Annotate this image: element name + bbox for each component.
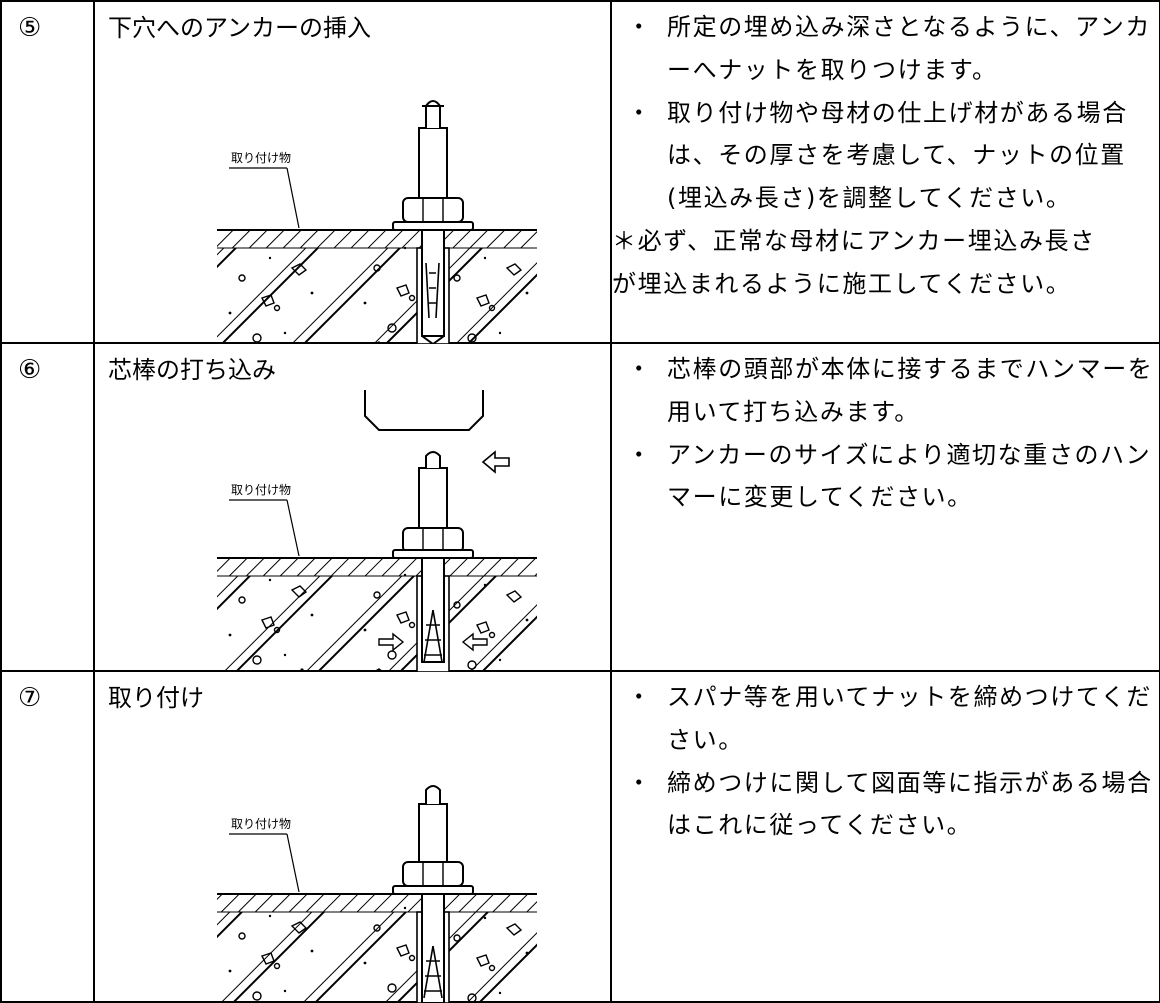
step-instructions-cell: ・ 所定の埋め込み深さとなるように、アンカーへナットを取りつけます。 ・ 取り付… — [610, 0, 1160, 344]
step-number-cell: ⑥ — [0, 342, 95, 672]
hammer-shape — [364, 390, 484, 431]
fixture-label: 取り付け物 — [231, 817, 291, 831]
arrow-left-icon — [481, 450, 510, 474]
step-figure-cell: 取り付け — [93, 670, 612, 1003]
instruction-item: ・ スパナ等を用いてナットを締めつけてください。 — [612, 676, 1159, 762]
instruction-text: 所定の埋め込み深さとなるように、アンカーへナットを取りつけます。 — [667, 13, 1151, 84]
fixture-label: 取り付け物 — [231, 151, 291, 165]
step-number-cell: ⑤ — [0, 0, 95, 344]
fixture-plate — [217, 230, 537, 248]
step-instructions-cell: ・ スパナ等を用いてナットを締めつけてください。 ・ 締めつけに関して図面等に指… — [610, 670, 1160, 1003]
instruction-item: ・ 所定の埋め込み深さとなるように、アンカーへナットを取りつけます。 — [612, 6, 1159, 92]
concrete-base — [217, 246, 537, 344]
step-number: ⑤ — [18, 13, 42, 43]
instruction-item: ・ 取り付け物や母材の仕上げ材がある場合は、その厚さを考慮して、ナットの位置(埋… — [612, 92, 1159, 220]
instruction-text: 芯棒の頭部が本体に接するまでハンマーを用いて打ち込みます。 — [667, 355, 1154, 426]
bullet-glyph: ・ — [626, 13, 653, 41]
anchor-bolt — [392, 100, 474, 344]
instruction-item: ・ 締めつけに関して図面等に指示がある場合はこれに従ってください。 — [612, 762, 1159, 848]
bullet-glyph: ・ — [626, 768, 653, 797]
step-number: ⑦ — [18, 683, 42, 713]
bullet-glyph: ・ — [626, 440, 653, 469]
step-number-cell: ⑦ — [0, 670, 95, 1003]
expand-right-icon — [461, 632, 488, 652]
step-figure-cell: 下穴へのアンカーの挿入 — [93, 0, 612, 344]
step-row-5: ⑤ 下穴へのアンカーの挿入 — [0, 0, 1160, 344]
bullet-glyph: ・ — [626, 98, 653, 127]
fixture-label: 取り付け物 — [231, 483, 291, 497]
instruction-list: ・ 所定の埋め込み深さとなるように、アンカーへナットを取りつけます。 ・ 取り付… — [612, 2, 1159, 306]
instruction-item: ・ アンカーのサイズにより適切な重さのハンマーに変更してください。 — [612, 434, 1159, 520]
instruction-text: 締めつけに関して図面等に指示がある場合はこれに従ってください。 — [667, 768, 1153, 840]
bullet-glyph: ・ — [626, 355, 653, 383]
note-line: ＊必ず、正常な母材にアンカー埋込み長さ — [612, 226, 1096, 255]
instruction-text: アンカーのサイズにより適切な重さのハンマーに変更してください。 — [667, 440, 1152, 512]
step-row-7: ⑦ 取り付け — [0, 670, 1160, 1003]
step-row-6: ⑥ 芯棒の打ち込み — [0, 342, 1160, 672]
note: ＊必ず、正常な母材にアンカー埋込み長さ が埋込まれるように施工してください。 — [612, 220, 1159, 306]
step-number: ⑥ — [18, 355, 42, 385]
pin-driving-diagram: 取り付け物 — [217, 390, 537, 672]
anchor-bolt — [392, 785, 474, 1003]
instruction-list: ・ 芯棒の頭部が本体に接するまでハンマーを用いて打ち込みます。 ・ アンカーのサ… — [612, 344, 1159, 519]
instruction-text: 取り付け物や母材の仕上げ材がある場合は、その厚さを考慮して、ナットの位置(埋込み… — [667, 98, 1128, 213]
anchor-bolt — [392, 451, 474, 663]
note-line: が埋込まれるように施工してください。 — [612, 269, 1072, 298]
step-title: 下穴へのアンカーの挿入 — [108, 14, 372, 42]
instruction-list: ・ スパナ等を用いてナットを締めつけてください。 ・ 締めつけに関して図面等に指… — [612, 672, 1159, 847]
expand-left-icon — [378, 632, 405, 652]
bullet-glyph: ・ — [626, 683, 653, 711]
step-figure-cell: 芯棒の打ち込み — [93, 342, 612, 672]
step-title: 取り付け — [108, 684, 204, 712]
fastening-diagram: 取り付け物 — [217, 785, 537, 1003]
step-title: 芯棒の打ち込み — [108, 356, 276, 384]
instruction-item: ・ 芯棒の頭部が本体に接するまでハンマーを用いて打ち込みます。 — [612, 348, 1159, 434]
anchor-insertion-diagram: 取り付け物 — [217, 100, 537, 344]
instruction-text: スパナ等を用いてナットを締めつけてください。 — [667, 683, 1152, 754]
step-instructions-cell: ・ 芯棒の頭部が本体に接するまでハンマーを用いて打ち込みます。 ・ アンカーのサ… — [610, 342, 1160, 672]
